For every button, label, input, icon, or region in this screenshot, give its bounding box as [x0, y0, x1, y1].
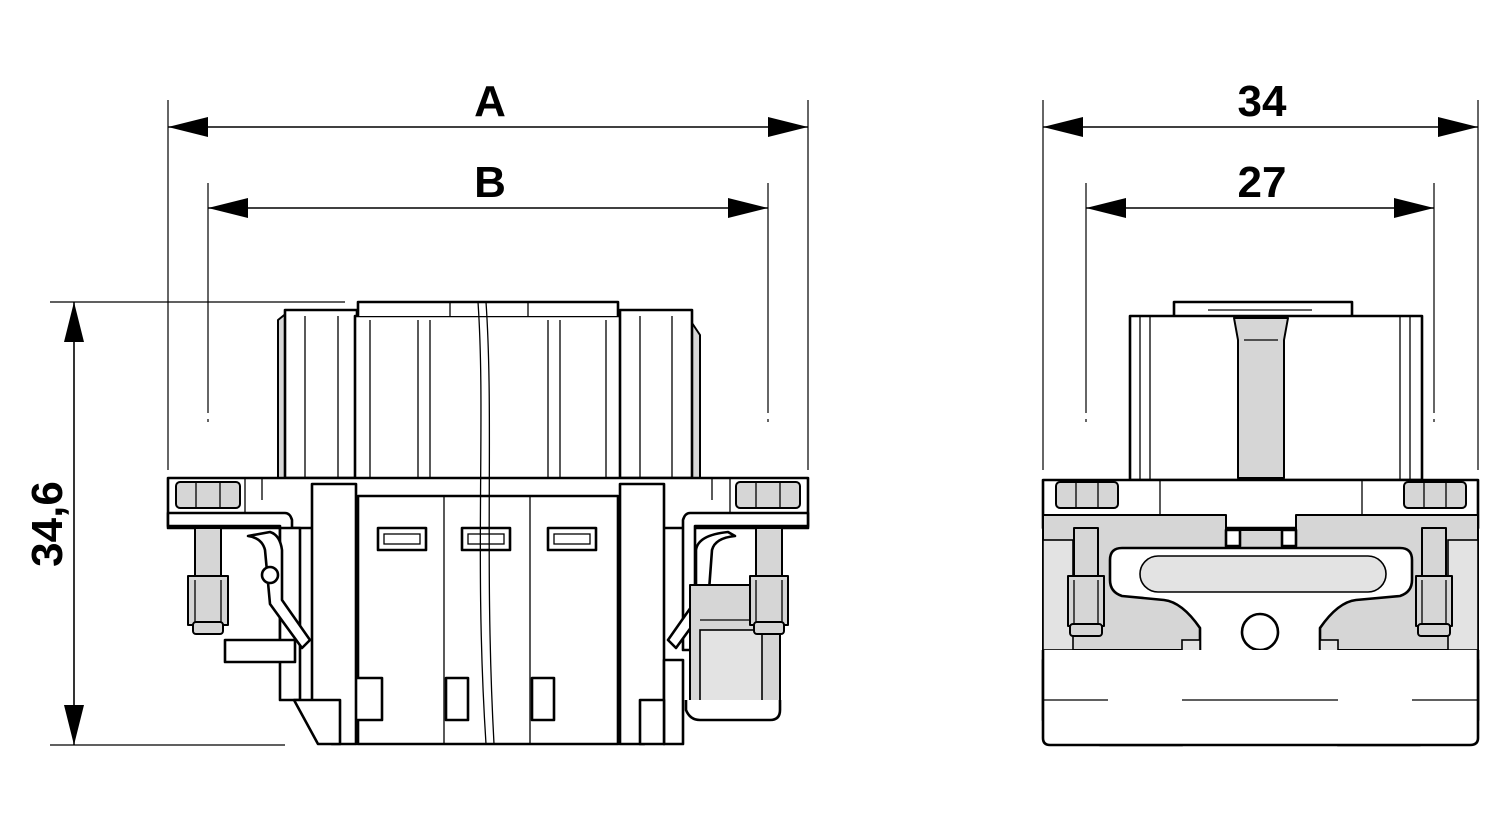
- dimension-27: 27: [1086, 158, 1434, 218]
- dimension-height-label: 34,6: [23, 481, 72, 567]
- dimension-b-label: B: [474, 158, 506, 207]
- connector-side-body: [1041, 300, 1480, 747]
- dimension-b: B: [208, 158, 768, 218]
- dimension-34-label: 34: [1238, 77, 1287, 126]
- front-view: A B 34,6: [23, 77, 810, 746]
- dimension-height: 34,6: [23, 302, 84, 745]
- dimension-a: A: [168, 77, 808, 137]
- dimension-a-label: A: [474, 77, 506, 126]
- dimension-34: 34: [1043, 77, 1478, 137]
- dimension-27-label: 27: [1238, 158, 1287, 207]
- side-view: 34 27: [1041, 77, 1480, 747]
- connector-front-body: [166, 300, 810, 746]
